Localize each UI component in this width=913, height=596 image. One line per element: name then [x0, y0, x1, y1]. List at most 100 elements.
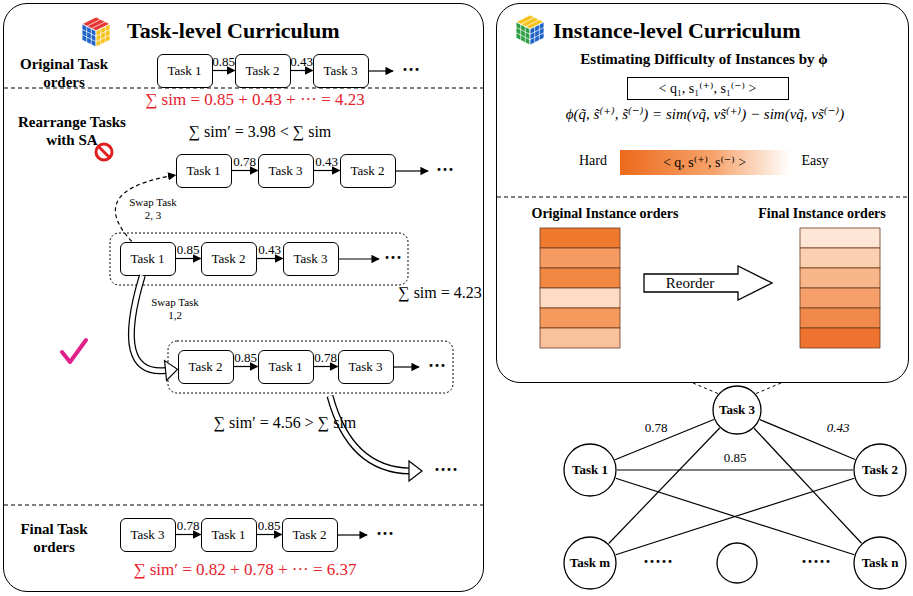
text-label: ∑ sim′ = 0.82 + 0.78 + ··· = 6.37: [100, 560, 390, 580]
node-text: Task 3: [719, 402, 755, 418]
circle-outline: [854, 537, 906, 589]
connector: [314, 170, 340, 171]
text-label: ···: [422, 356, 452, 377]
connector-line: [131, 276, 165, 371]
candidate-frame: [110, 233, 408, 285]
node-text: Reorder: [643, 265, 738, 301]
connector: [115, 175, 175, 241]
node-text: Task 2: [211, 251, 245, 267]
task-node: Task n: [853, 536, 907, 590]
connector: [754, 428, 861, 543]
accept-symbol: [62, 340, 86, 362]
circle-outline: [713, 386, 761, 434]
task-box: Task 3: [258, 154, 314, 188]
node-text: Task 2: [188, 359, 222, 375]
arrow-outline: [644, 266, 772, 300]
connector: [176, 534, 201, 535]
text-label: ∑ sim = 0.85 + 0.43 + ··· = 4.23: [120, 90, 390, 110]
task-box: Task 2: [178, 350, 234, 384]
task-box: Task 1: [157, 54, 213, 88]
node-text: < q₁, s₁⁽⁺⁾, s₁⁽⁻⁾ >: [659, 80, 757, 97]
task-box: Task 3: [283, 242, 339, 276]
edge-label: Swap Task 1,2: [150, 296, 200, 322]
task-box: Task 1: [201, 518, 257, 552]
edge-label: 0.43: [282, 54, 322, 70]
node-text: Task 1: [130, 251, 164, 267]
node-text: Task 2: [862, 462, 898, 478]
connector: [616, 478, 855, 555]
connector-line: [131, 276, 165, 371]
edge-label: 0.43: [307, 154, 347, 170]
text-label: ∑ sim′ = 3.98 < ∑ sim: [175, 123, 345, 141]
text-label: ····: [424, 460, 468, 481]
node-text: Task 1: [186, 163, 220, 179]
circle-outline: [854, 444, 906, 496]
node-text: < q, s⁽⁺⁾, s⁽⁻⁾ >: [663, 154, 746, 171]
connector: [291, 70, 313, 71]
task-box: Task 2: [282, 518, 338, 552]
connector: [617, 469, 853, 470]
node-text: Task 1: [211, 527, 245, 543]
connector: [257, 258, 283, 259]
arrow-head: [165, 361, 178, 381]
zoom-leader: [693, 383, 719, 394]
text-label: Final Instance orders: [736, 206, 908, 222]
text-label: ···: [370, 524, 400, 545]
node-text: Task 3: [348, 359, 382, 375]
edge-label: 0.78: [306, 350, 346, 366]
text-label: ϕ(q̃, s̃⁽⁺⁾, s̃⁽⁻⁾) = sim(vq̃, vs̃⁽⁺⁾) −…: [498, 105, 912, 123]
task-box: Task 3: [313, 54, 369, 88]
node-text: Task 2: [292, 527, 326, 543]
panel-title: Instance-level Curriculum: [553, 18, 800, 44]
edge-label: 0.85: [249, 518, 289, 534]
text-label: ·····: [636, 552, 680, 573]
node-text: Task 3: [130, 527, 164, 543]
connector: [615, 419, 714, 459]
edge-label: 0.85: [715, 450, 755, 466]
connector: [609, 428, 720, 544]
connector: [257, 534, 282, 535]
text-label: Original Instance orders: [505, 206, 705, 222]
text-label: Final Task orders: [8, 520, 100, 556]
connector: [232, 170, 258, 171]
cube-icon: [516, 15, 544, 45]
task-node-placeholder: [717, 543, 757, 583]
text-label: Rearrange Tasks with SA: [6, 113, 138, 149]
text-label: Estimating Difficulty of Instances by ϕ: [500, 51, 908, 68]
tuple-box: < q₁, s₁⁽⁺⁾, s₁⁽⁻⁾ >: [627, 77, 789, 100]
edge-label: 0.78: [636, 420, 676, 436]
instance-stack: [800, 228, 880, 348]
difficulty-bar: < q, s⁽⁺⁾, s⁽⁻⁾ >: [620, 150, 790, 175]
node-text: Task 2: [245, 63, 279, 79]
task-node: Task 1: [563, 443, 617, 497]
node-text: Task 1: [572, 462, 608, 478]
task-node: Task 3: [712, 385, 762, 435]
section-divider: [4, 505, 483, 506]
candidate-frame: [168, 341, 453, 393]
node-text: Task 1: [268, 359, 302, 375]
connector: [314, 366, 338, 367]
edge-label: 0.85: [204, 54, 244, 70]
connector: [234, 366, 258, 367]
node-text: Task 3: [293, 251, 327, 267]
task-box: Task 2: [201, 242, 257, 276]
text-label: ···: [430, 160, 460, 181]
text-label: ·····: [794, 552, 838, 573]
text-label: ···: [378, 248, 408, 269]
connector: [176, 258, 201, 259]
text-label: ∑ sim = 4.23: [398, 284, 482, 302]
task-box: Task 1: [120, 242, 176, 276]
node-text: Task 2: [350, 163, 384, 179]
task-box: Task 1: [258, 350, 314, 384]
task-box: Task 2: [235, 54, 291, 88]
edge-label: Swap Task 2, 3: [128, 196, 178, 222]
reject-symbol: [96, 144, 112, 160]
task-box: Task 1: [176, 154, 232, 188]
task-box: Task 3: [120, 518, 176, 552]
text-label: Easy: [792, 153, 838, 169]
node-text: Task 3: [268, 163, 302, 179]
panel-title: Task-level Curriculum: [127, 18, 339, 44]
node-text: Task 1: [167, 63, 201, 79]
reorder-arrow: Reorder: [643, 265, 773, 301]
text-label: ∑ sim′ = 4.56 > ∑ sim: [200, 414, 370, 432]
